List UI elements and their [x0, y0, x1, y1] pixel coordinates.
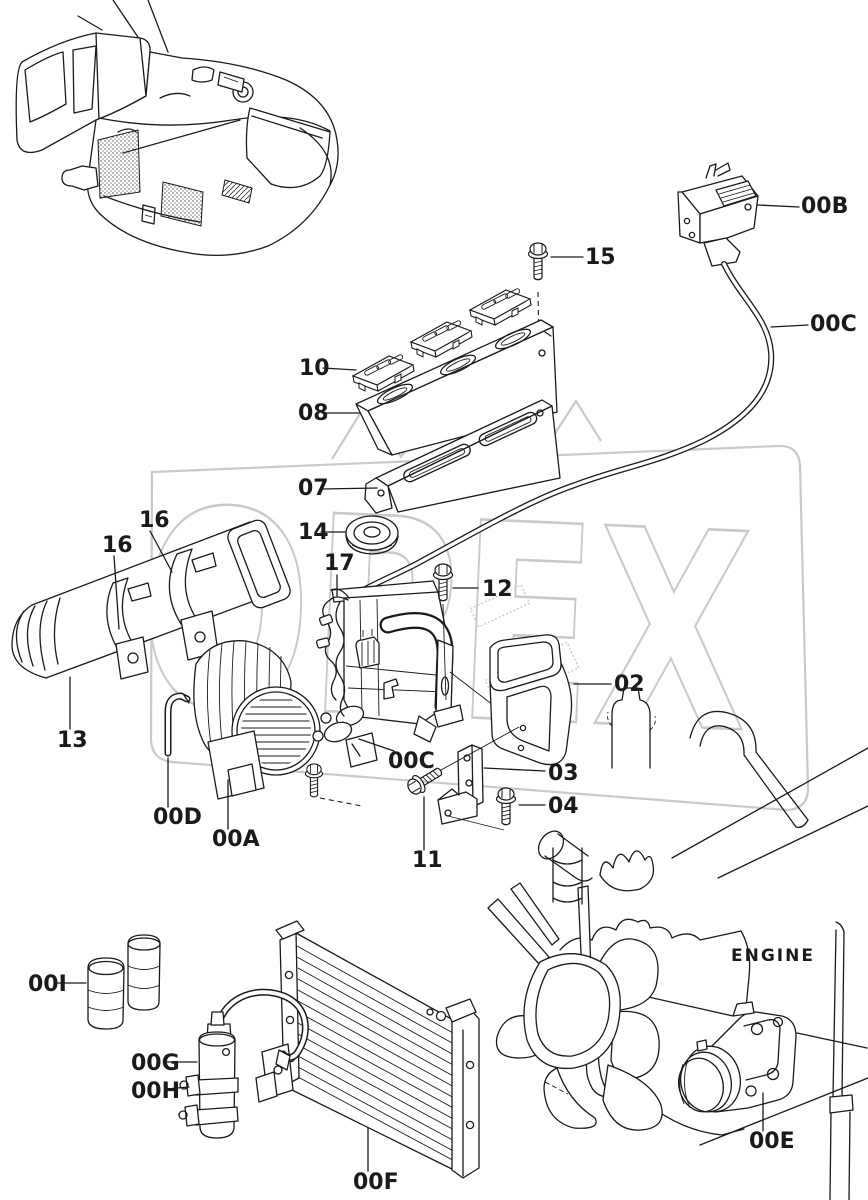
label-14: 14 [298, 520, 329, 545]
hose-clamp-16-left [106, 577, 152, 680]
receiver-drier-00g [178, 988, 309, 1139]
vent-panel-07 [364, 399, 561, 514]
grommet-14 [345, 515, 399, 555]
label-00h: 00H [131, 1079, 180, 1104]
label-00c-mid: 00C [388, 749, 435, 774]
label-11: 11 [412, 848, 443, 873]
label-12: 12 [482, 577, 513, 602]
label-07: 07 [298, 476, 329, 501]
label-00a: 00A [212, 827, 260, 852]
mount-bracket-03 [437, 744, 505, 831]
hose-clamp-16-right [168, 548, 219, 661]
heater-valve [312, 705, 378, 768]
air-duct-hose-13 [11, 519, 291, 680]
blower-motor [193, 640, 321, 800]
label-03: 03 [548, 761, 579, 786]
harness-cable-00c [346, 261, 775, 601]
label-08: 08 [298, 401, 329, 426]
drain-pipe-00d [164, 692, 191, 757]
label-02: 02 [614, 672, 645, 697]
rocker-switch-00b [677, 162, 759, 267]
label-00c-top: 00C [810, 312, 857, 337]
label-00f: 00F [353, 1170, 399, 1195]
engine-label: ENGINE [731, 946, 815, 966]
heater-unit-00a [193, 580, 464, 807]
label-04: 04 [548, 794, 579, 819]
bolt-04 [495, 787, 517, 826]
part-labels: 15 10 08 07 14 16 16 17 12 02 00C 03 04 … [28, 194, 857, 1195]
outlet-duct-02 [489, 634, 573, 766]
dipstick [829, 921, 854, 1200]
label-13: 13 [57, 728, 88, 753]
fan [487, 847, 663, 1131]
duct-flange [227, 519, 291, 609]
label-00b: 00B [801, 194, 848, 219]
excavator-inset [15, 0, 339, 257]
insulators-00i [87, 934, 161, 1030]
label-00e: 00E [749, 1129, 795, 1154]
compressor-00e [678, 1001, 797, 1113]
condenser-00f [255, 920, 480, 1179]
label-10: 10 [299, 356, 330, 381]
leader-lines [57, 204, 809, 1172]
label-00g: 00G [131, 1051, 180, 1076]
label-00d: 00D [153, 805, 202, 830]
drier-clamp-00h-upper [179, 1074, 239, 1097]
label-15: 15 [585, 245, 616, 270]
bolt-11 [403, 726, 520, 799]
label-16-right: 16 [139, 508, 170, 533]
engine-sketch [537, 687, 868, 1200]
label-00i: 00I [28, 972, 67, 997]
wiring-harness-17 [315, 588, 350, 717]
label-17: 17 [324, 551, 355, 576]
drier-clamp-00h-lower [178, 1104, 239, 1127]
label-16-left: 16 [102, 533, 133, 558]
